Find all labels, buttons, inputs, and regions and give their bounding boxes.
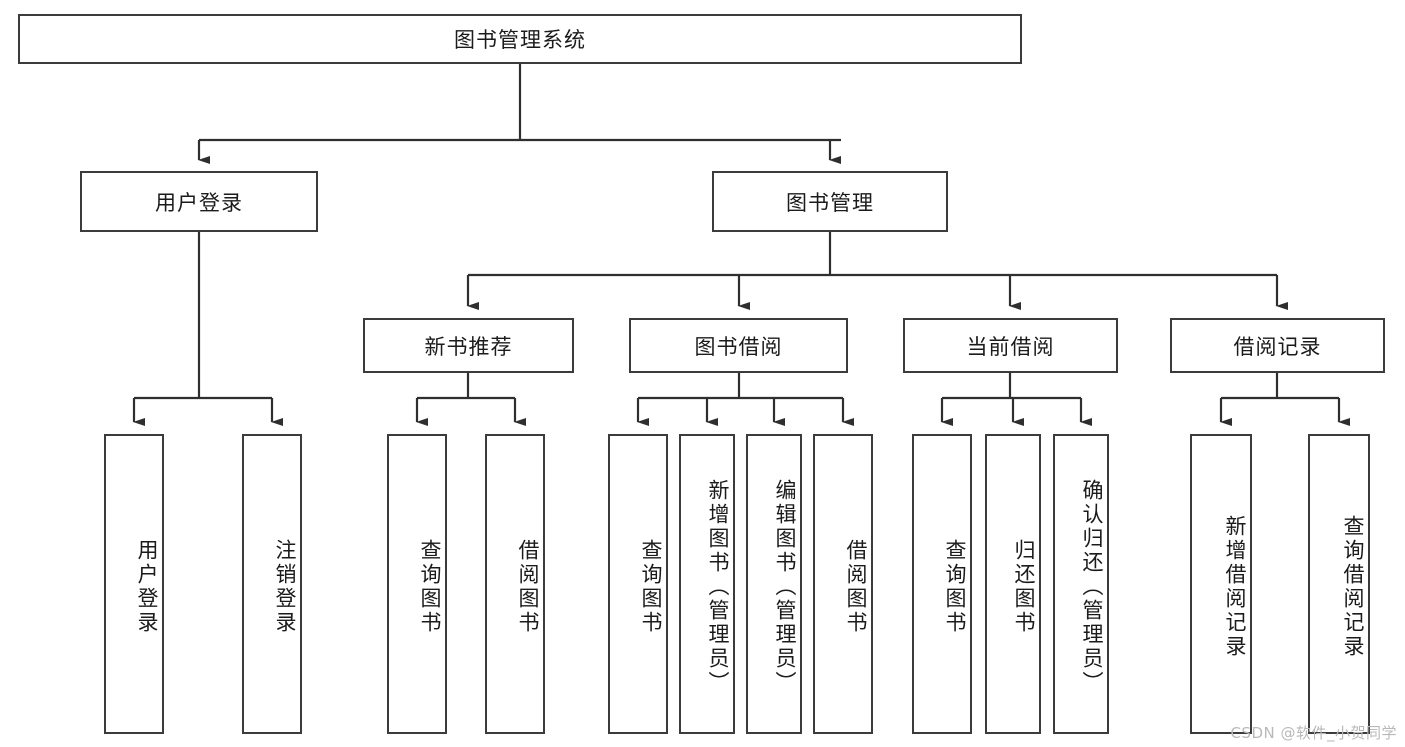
node-leaf-label: 新增借阅记录 <box>1223 515 1247 659</box>
node-leaf-label: 查询借阅记录 <box>1341 515 1365 659</box>
node-level3[interactable]: 新书推荐 <box>363 318 574 373</box>
node-leaf[interactable]: 用户登录 <box>104 434 164 734</box>
node-leaf[interactable]: 注销登录 <box>242 434 302 734</box>
node-leaf-label: 编辑图书（管理员） <box>773 479 797 695</box>
watermark: CSDN @软件_小贺同学 <box>1230 724 1397 742</box>
node-leaf[interactable]: 归还图书 <box>985 434 1041 734</box>
node-level2-label: 图书管理 <box>786 190 874 215</box>
node-root[interactable]: 图书管理系统 <box>18 14 1022 64</box>
node-level2[interactable]: 用户登录 <box>80 171 318 232</box>
node-level3-label: 新书推荐 <box>424 334 513 359</box>
node-leaf-label: 用户登录 <box>135 539 159 635</box>
node-leaf-label: 注销登录 <box>273 539 297 635</box>
node-level3-label: 借阅记录 <box>1233 334 1322 359</box>
node-level3[interactable]: 借阅记录 <box>1170 318 1385 373</box>
node-level3[interactable]: 当前借阅 <box>903 318 1118 373</box>
node-leaf-label: 借阅图书 <box>516 539 540 635</box>
node-leaf[interactable]: 查询借阅记录 <box>1308 434 1370 734</box>
node-leaf-label: 查询图书 <box>418 539 442 635</box>
node-leaf[interactable]: 新增借阅记录 <box>1190 434 1252 734</box>
node-root-label: 图书管理系统 <box>454 28 586 52</box>
node-level3[interactable]: 图书借阅 <box>629 318 848 373</box>
node-leaf-label: 查询图书 <box>943 539 967 635</box>
node-leaf[interactable]: 新增图书（管理员） <box>679 434 735 734</box>
node-leaf-label: 查询图书 <box>639 539 663 635</box>
node-level2-label: 用户登录 <box>155 190 243 215</box>
node-leaf-label: 新增图书（管理员） <box>706 479 730 695</box>
node-level2[interactable]: 图书管理 <box>712 171 948 232</box>
node-leaf[interactable]: 借阅图书 <box>813 434 873 734</box>
node-leaf[interactable]: 查询图书 <box>912 434 972 734</box>
node-leaf[interactable]: 编辑图书（管理员） <box>746 434 802 734</box>
node-leaf[interactable]: 查询图书 <box>608 434 668 734</box>
node-leaf[interactable]: 借阅图书 <box>485 434 545 734</box>
node-leaf-label: 归还图书 <box>1012 539 1036 635</box>
node-level3-label: 图书借阅 <box>694 334 783 359</box>
node-leaf[interactable]: 确认归还（管理员） <box>1053 434 1109 734</box>
node-leaf[interactable]: 查询图书 <box>387 434 447 734</box>
node-leaf-label: 借阅图书 <box>844 539 868 635</box>
node-level3-label: 当前借阅 <box>966 334 1055 359</box>
node-leaf-label: 确认归还（管理员） <box>1080 479 1104 695</box>
